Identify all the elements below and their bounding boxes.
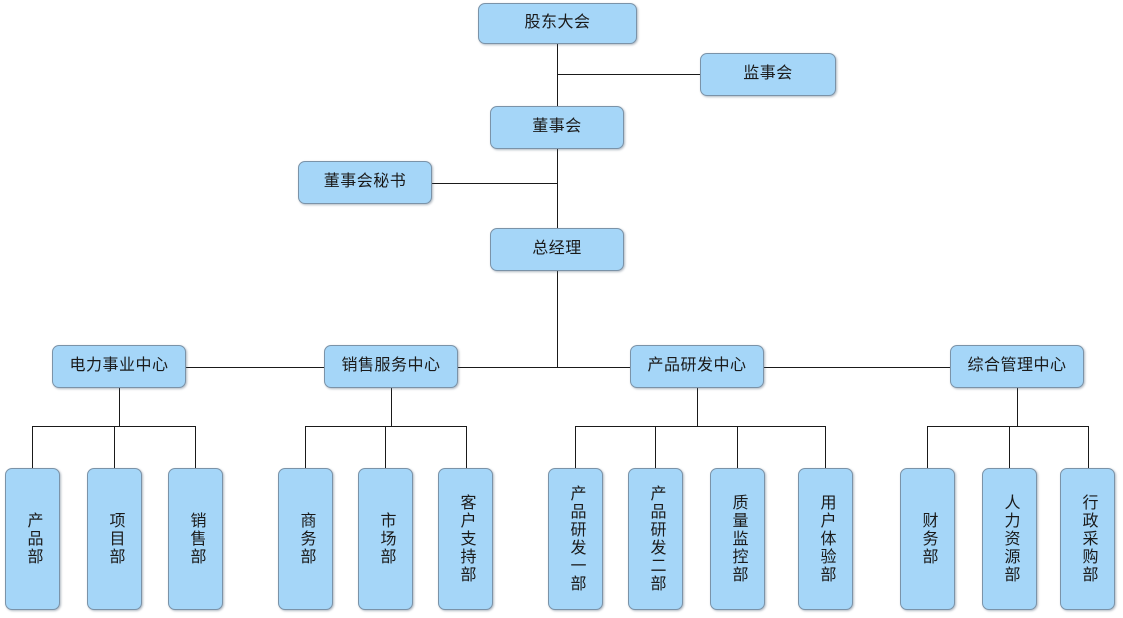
node-dept-admin-purchasing[interactable]: 行政采购部 bbox=[1060, 468, 1115, 610]
node-dept-product-label: 产品部 bbox=[24, 512, 42, 566]
edge-center-rnd-drop bbox=[697, 388, 698, 426]
node-center-admin-label: 综合管理中心 bbox=[967, 357, 1067, 375]
node-dept-quality[interactable]: 质量监控部 bbox=[710, 468, 765, 610]
node-dept-sales-label: 销售部 bbox=[187, 512, 205, 566]
node-dept-customer-support[interactable]: 客户支持部 bbox=[438, 468, 493, 610]
edge-group3-child2 bbox=[655, 426, 656, 468]
edge-group3-bus bbox=[575, 426, 826, 427]
edge-group3-child1 bbox=[575, 426, 576, 468]
node-dept-project-label: 项目部 bbox=[106, 512, 124, 566]
edge-group4-child3 bbox=[1088, 426, 1089, 468]
node-center-rnd[interactable]: 产品研发中心 bbox=[630, 345, 764, 388]
node-board-of-directors-label: 董事会 bbox=[532, 118, 582, 136]
node-board-of-directors[interactable]: 董事会 bbox=[490, 106, 624, 149]
node-center-rnd-label: 产品研发中心 bbox=[647, 357, 747, 375]
node-center-power[interactable]: 电力事业中心 bbox=[52, 345, 186, 388]
node-dept-business[interactable]: 商务部 bbox=[278, 468, 333, 610]
edge-center-admin-drop bbox=[1017, 388, 1018, 426]
node-dept-project[interactable]: 项目部 bbox=[87, 468, 142, 610]
edge-group3-child3 bbox=[737, 426, 738, 468]
node-dept-rnd-one-label: 产品研发一部 bbox=[567, 485, 585, 593]
node-dept-product[interactable]: 产品部 bbox=[5, 468, 60, 610]
node-dept-admin-purchasing-label: 行政采购部 bbox=[1079, 494, 1097, 584]
edge-spine-to-supervisory bbox=[557, 74, 701, 75]
edge-group4-child2 bbox=[1009, 426, 1010, 468]
node-board-secretary[interactable]: 董事会秘书 bbox=[298, 161, 432, 204]
edge-board-to-general-manager bbox=[557, 149, 558, 228]
node-dept-user-experience[interactable]: 用户体验部 bbox=[798, 468, 853, 610]
node-center-sales[interactable]: 销售服务中心 bbox=[324, 345, 458, 388]
node-supervisory-board[interactable]: 监事会 bbox=[700, 53, 836, 96]
edge-group1-child1 bbox=[32, 426, 33, 468]
node-dept-quality-label: 质量监控部 bbox=[729, 494, 747, 584]
node-center-admin[interactable]: 综合管理中心 bbox=[950, 345, 1084, 388]
edge-group2-child2 bbox=[385, 426, 386, 468]
node-dept-hr-label: 人力资源部 bbox=[1001, 494, 1019, 584]
node-dept-rnd-two[interactable]: 产品研发二部 bbox=[628, 468, 683, 610]
node-dept-finance[interactable]: 财务部 bbox=[900, 468, 955, 610]
node-general-manager-label: 总经理 bbox=[532, 240, 582, 258]
edge-group3-child4 bbox=[825, 426, 826, 468]
node-dept-hr[interactable]: 人力资源部 bbox=[982, 468, 1037, 610]
node-dept-finance-label: 财务部 bbox=[919, 512, 937, 566]
node-dept-business-label: 商务部 bbox=[297, 512, 315, 566]
node-dept-rnd-two-label: 产品研发二部 bbox=[647, 485, 665, 593]
node-dept-rnd-one[interactable]: 产品研发一部 bbox=[548, 468, 603, 610]
node-dept-sales[interactable]: 销售部 bbox=[168, 468, 223, 610]
node-shareholders-meeting[interactable]: 股东大会 bbox=[478, 3, 637, 44]
edge-group2-child1 bbox=[305, 426, 306, 468]
node-shareholders-meeting-label: 股东大会 bbox=[524, 14, 591, 32]
edge-center-power-drop bbox=[119, 388, 120, 426]
node-general-manager[interactable]: 总经理 bbox=[490, 228, 624, 271]
node-dept-user-experience-label: 用户体验部 bbox=[817, 494, 835, 584]
node-center-sales-label: 销售服务中心 bbox=[341, 357, 441, 375]
edge-group2-child3 bbox=[466, 426, 467, 468]
node-supervisory-board-label: 监事会 bbox=[743, 65, 793, 83]
node-center-power-label: 电力事业中心 bbox=[69, 357, 169, 375]
node-board-secretary-label: 董事会秘书 bbox=[323, 173, 407, 191]
node-dept-market[interactable]: 市场部 bbox=[358, 468, 413, 610]
edge-group4-bus bbox=[927, 426, 1088, 427]
edge-group1-bus bbox=[32, 426, 195, 427]
node-dept-customer-support-label: 客户支持部 bbox=[457, 494, 475, 584]
edge-centers-bus bbox=[119, 367, 1017, 368]
node-dept-market-label: 市场部 bbox=[377, 512, 395, 566]
edge-group1-child3 bbox=[195, 426, 196, 468]
edge-center-sales-drop bbox=[391, 388, 392, 426]
edge-group1-child2 bbox=[114, 426, 115, 468]
edge-general-manager-to-centers bbox=[557, 271, 558, 367]
edge-spine-to-board-secretary bbox=[432, 183, 558, 184]
edge-group4-child1 bbox=[927, 426, 928, 468]
